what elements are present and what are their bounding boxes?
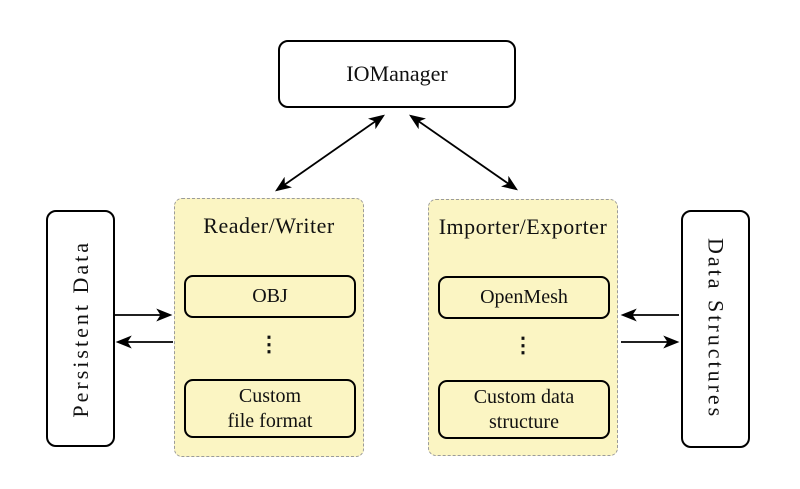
node-custom-data-structure: Custom data structure bbox=[438, 380, 610, 439]
node-iomanager: IOManager bbox=[278, 40, 516, 108]
openmesh-label: OpenMesh bbox=[480, 286, 568, 308]
node-data-structures: Data Structures bbox=[681, 210, 750, 448]
persistent-data-label: Persistent Data bbox=[67, 239, 93, 418]
reader-writer-ellipsis: ⋮ bbox=[258, 332, 280, 356]
importer-exporter-title: Importer/Exporter bbox=[438, 214, 608, 239]
custom-data-structure-line1: Custom data bbox=[473, 385, 575, 408]
node-custom-file-format: Custom file format bbox=[184, 379, 356, 438]
reader-writer-title: Reader/Writer bbox=[203, 213, 335, 238]
module-importer-exporter: Importer/Exporter OpenMesh ⋮ Custom data… bbox=[428, 199, 618, 456]
custom-file-format-line1: Custom bbox=[238, 384, 302, 407]
node-obj: OBJ bbox=[184, 275, 356, 318]
importer-exporter-ellipsis: ⋮ bbox=[512, 333, 534, 357]
iomanager-label: IOManager bbox=[346, 61, 448, 86]
arrow-iomanager-readerwriter bbox=[275, 114, 385, 192]
custom-data-structure-line2: structure bbox=[489, 410, 559, 433]
custom-file-format-line2: file format bbox=[227, 409, 313, 432]
arrow-iomanager-importerexporter bbox=[409, 114, 518, 191]
data-structures-label: Data Structures bbox=[703, 238, 729, 420]
node-persistent-data: Persistent Data bbox=[46, 210, 115, 447]
obj-label: OBJ bbox=[252, 285, 288, 307]
module-reader-writer: Reader/Writer OBJ ⋮ Custom file format bbox=[174, 198, 364, 457]
node-openmesh: OpenMesh bbox=[438, 276, 610, 319]
